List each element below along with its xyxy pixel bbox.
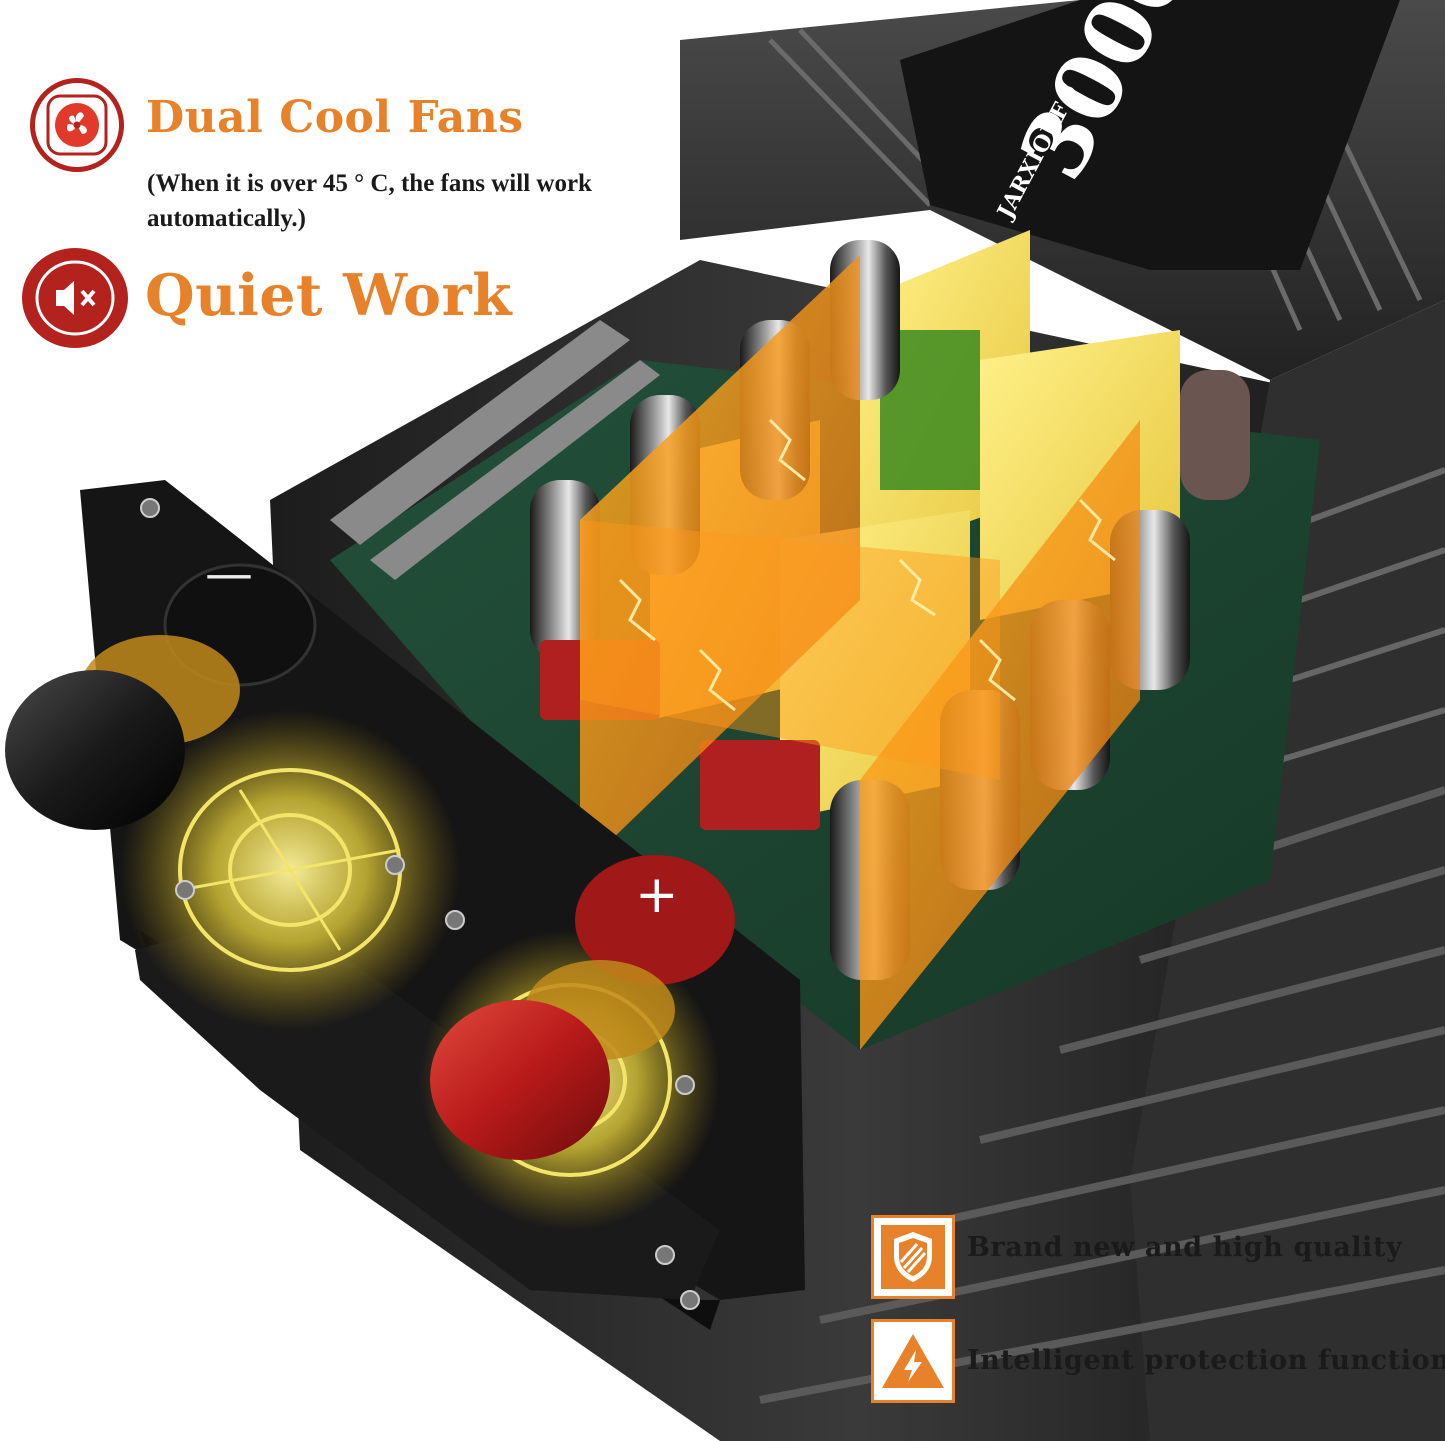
positive-terminal: +	[430, 855, 735, 1160]
fans-title: Dual Cool Fans	[146, 92, 524, 143]
positive-sign: +	[635, 865, 679, 925]
fan-icon	[30, 78, 124, 172]
cooling-fan-1	[120, 710, 460, 1030]
speaker-muted-icon	[22, 248, 128, 348]
shield-icon	[871, 1215, 955, 1299]
negative-terminal: —	[5, 546, 317, 830]
quality-label: Brand new and high quality	[967, 1232, 1403, 1263]
fans-note: (When it is over 45 ° C, the fans will w…	[147, 170, 592, 232]
quiet-title: Quiet Work	[145, 262, 513, 329]
circuit-board	[330, 230, 1320, 1050]
negative-sign: —	[205, 546, 253, 602]
front-panel: — +	[5, 480, 805, 1330]
heatsink-fins	[759, 300, 1445, 1441]
lightning-warning-icon	[871, 1319, 955, 1403]
energy-effect	[580, 255, 1140, 1050]
protection-label: Intelligent protection function	[967, 1345, 1445, 1376]
